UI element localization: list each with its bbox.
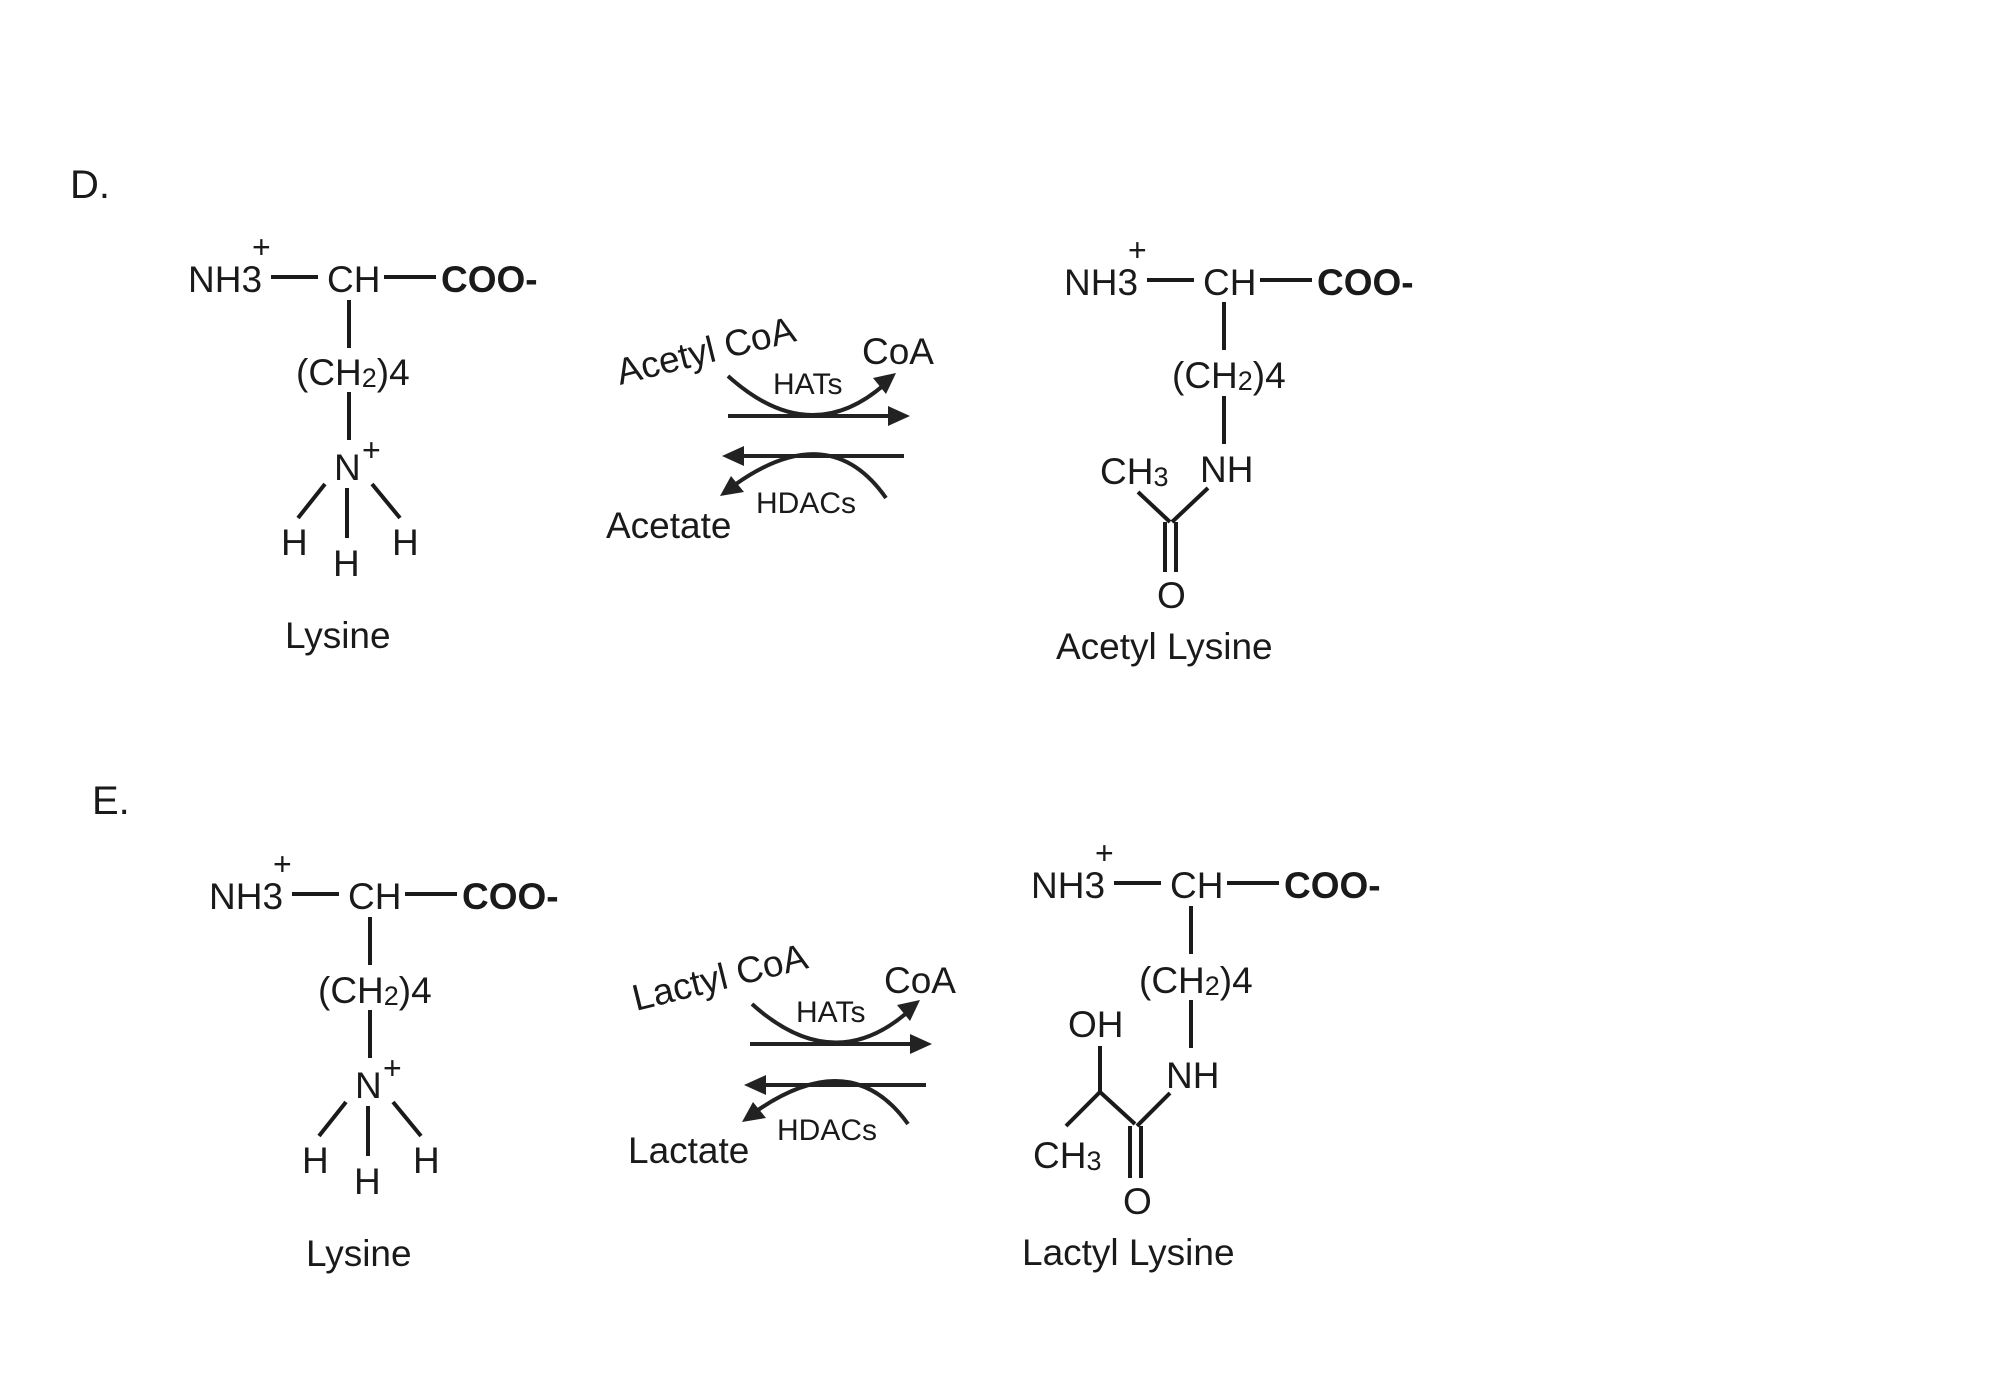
- panel-d-lysine-structure: NH3 + CH COO- (CH2)4 N + H H H Lysine: [188, 229, 538, 656]
- carboxylate: COO-: [1284, 865, 1381, 906]
- forward-enzyme-label: HATs: [773, 368, 842, 401]
- epsilon-n: N: [334, 447, 361, 488]
- reactant-name: Lysine: [306, 1233, 412, 1274]
- panel-d-acetyl-lysine-structure: NH3 + CH COO- (CH2)4 NH CH3 O Acetyl Lys…: [1056, 232, 1414, 667]
- h-left: H: [281, 522, 308, 563]
- forward-curved-arrowhead: [873, 373, 896, 394]
- epsilon-n-charge: +: [362, 432, 381, 468]
- reverse-product-label: Lactate: [628, 1130, 749, 1171]
- h-right: H: [413, 1140, 440, 1181]
- cofactor-label: Lactyl CoA: [628, 936, 812, 1019]
- carbonyl-oxygen: O: [1123, 1181, 1152, 1222]
- amide-nh: NH: [1200, 449, 1253, 490]
- forward-curved-arrowhead: [897, 1000, 920, 1021]
- reverse-curved-arrow: [734, 452, 888, 500]
- carbonyl-oxygen: O: [1157, 575, 1186, 616]
- reverse-arrowhead: [722, 446, 744, 466]
- panel-d-label: D.: [70, 163, 110, 207]
- carboxylate: COO-: [462, 876, 559, 917]
- nh3-charge: +: [1128, 232, 1147, 268]
- methyl-group: CH3: [1033, 1135, 1101, 1176]
- panel-d: D. NH3 + CH COO- (CH2)4 N + H H H Lysine…: [70, 163, 1414, 667]
- reverse-product-label: Acetate: [606, 505, 731, 546]
- forward-enzyme-label: HATs: [796, 996, 865, 1029]
- bond-n-h-right: [391, 1100, 423, 1138]
- bond-methyl-carbonyl: [1136, 490, 1172, 524]
- bond-n-h-left: [317, 1100, 348, 1138]
- nh3-charge: +: [1095, 835, 1114, 871]
- methylene-chain: (CH2)4: [1139, 960, 1253, 1001]
- bond-nh-carbonyl: [1135, 1091, 1172, 1128]
- panel-e-reaction: Lactyl CoA CoA HATs HDACs Lactate: [628, 936, 956, 1171]
- hydroxyl-group: OH: [1068, 1004, 1124, 1045]
- alpha-ch: CH: [327, 259, 380, 300]
- h-mid: H: [354, 1161, 381, 1202]
- alpha-ch: CH: [1203, 262, 1256, 303]
- nh3-charge: +: [252, 229, 271, 265]
- reverse-curved-arrow: [756, 1079, 910, 1126]
- methylene-chain: (CH2)4: [296, 352, 410, 393]
- amide-nh: NH: [1166, 1055, 1219, 1096]
- cofactor-label: Acetyl CoA: [612, 309, 800, 393]
- panel-e-label: E.: [92, 779, 130, 823]
- methylene-chain: (CH2)4: [1172, 355, 1286, 396]
- bond-nh-carbonyl: [1170, 486, 1210, 524]
- released-coa-label: CoA: [884, 960, 956, 1001]
- alpha-ch: CH: [348, 876, 401, 917]
- h-right: H: [392, 522, 419, 563]
- product-name: Lactyl Lysine: [1022, 1232, 1235, 1273]
- reactant-name: Lysine: [285, 615, 391, 656]
- nh3-group: NH3: [209, 876, 283, 917]
- methyl-group: CH3: [1100, 451, 1168, 492]
- panel-e-lactyl-lysine-structure: NH3 + CH COO- (CH2)4 NH OH CH3 O Lactyl …: [1022, 835, 1381, 1273]
- h-left: H: [302, 1140, 329, 1181]
- epsilon-n: N: [355, 1065, 382, 1106]
- panel-d-reaction: Acetyl CoA CoA HATs HDACs Acetate: [606, 309, 934, 546]
- bond-alpha-c-methyl: [1064, 1090, 1102, 1128]
- nh3-group: NH3: [188, 259, 262, 300]
- reverse-enzyme-label: HDACs: [756, 487, 856, 520]
- carboxylate: COO-: [441, 259, 538, 300]
- product-name: Acetyl Lysine: [1056, 626, 1273, 667]
- epsilon-n-charge: +: [383, 1050, 402, 1086]
- methylene-chain: (CH2)4: [318, 970, 432, 1011]
- bond-n-h-right: [370, 482, 402, 520]
- panel-e-lysine-structure: NH3 + CH COO- (CH2)4 N + H H H Lysine: [209, 846, 559, 1274]
- nh3-group: NH3: [1031, 865, 1105, 906]
- released-coa-label: CoA: [862, 331, 934, 372]
- nh3-group: NH3: [1064, 262, 1138, 303]
- reverse-curved-arrowhead: [742, 1102, 766, 1122]
- reverse-curved-arrowhead: [720, 476, 744, 496]
- nh3-charge: +: [273, 846, 292, 882]
- bond-n-h-left: [296, 482, 327, 520]
- h-mid: H: [333, 543, 360, 584]
- forward-arrowhead: [888, 406, 910, 426]
- panel-e: E. NH3 + CH COO- (CH2)4 N + H H H Lysine…: [92, 779, 1381, 1274]
- reverse-enzyme-label: HDACs: [777, 1114, 877, 1147]
- bond-alpha-c-carbonyl: [1098, 1090, 1137, 1126]
- carboxylate: COO-: [1317, 262, 1414, 303]
- alpha-ch: CH: [1170, 865, 1223, 906]
- reverse-arrowhead: [744, 1075, 766, 1095]
- forward-arrowhead: [910, 1034, 932, 1054]
